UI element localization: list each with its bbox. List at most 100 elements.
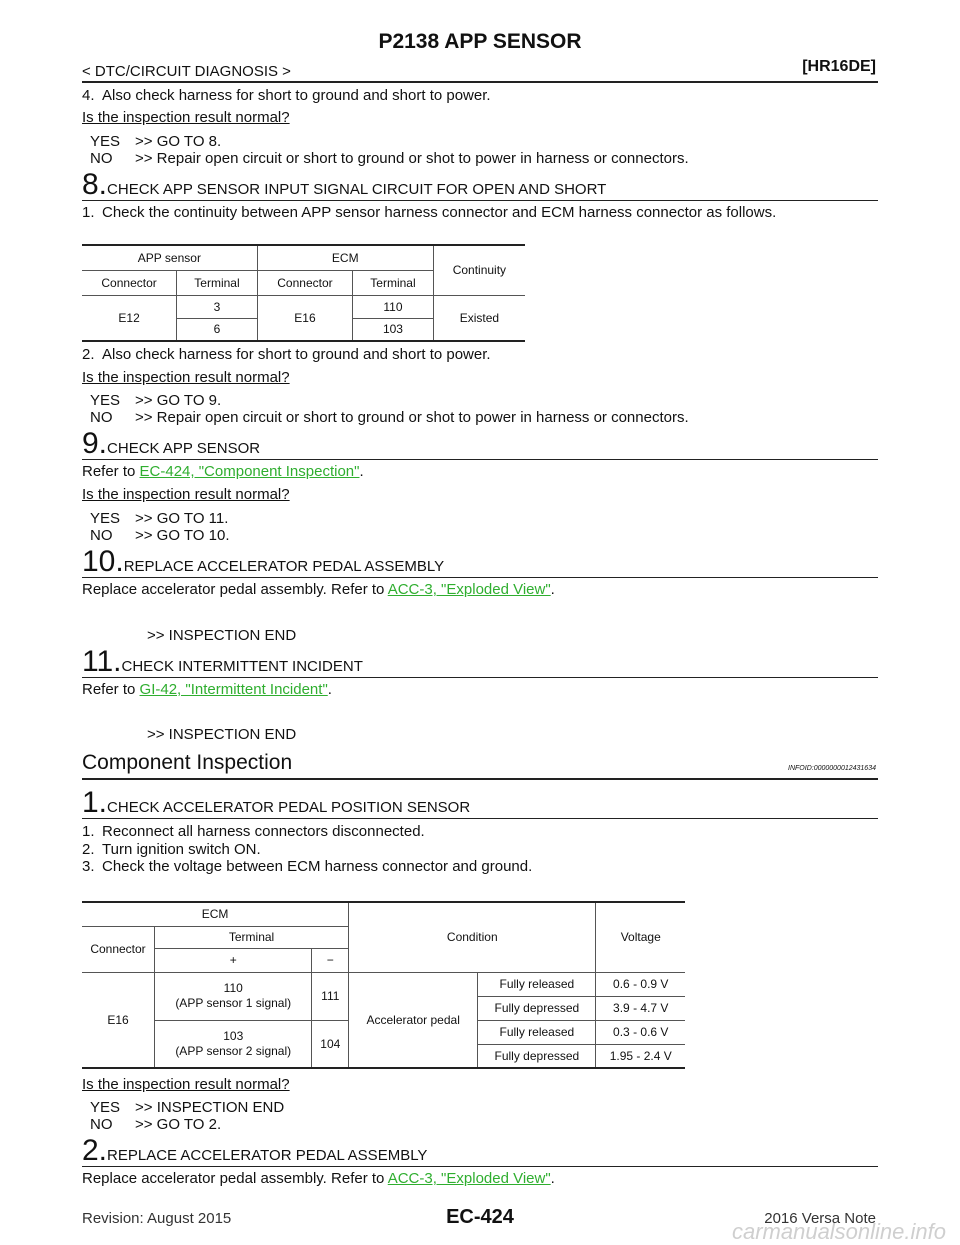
s10-title: REPLACE ACCELERATOR PEDAL ASSEMBLY	[123, 558, 445, 575]
c2-refer-prefix: Replace accelerator pedal assembly. Refe…	[82, 1170, 388, 1187]
s8-step1: 1. Check the continuity between APP sens…	[82, 204, 777, 221]
cell-voltage: 3.9 - 4.7 V	[595, 996, 685, 1021]
component-rule	[82, 778, 878, 780]
s9-rule	[82, 459, 878, 460]
c1-step3: 3. Check the voltage between ECM harness…	[82, 858, 533, 875]
c1-heading: 1.CHECK ACCELERATOR PEDAL POSITION SENSO…	[82, 788, 470, 818]
s7-yes: YES >> GO TO 8.	[90, 133, 222, 150]
s10-heading: 10.REPLACE ACCELERATOR PEDAL ASSEMBLY	[82, 547, 444, 577]
engine-label: [HR16DE]	[802, 58, 876, 75]
cell-voltage: 0.6 - 0.9 V	[595, 972, 685, 997]
page-title: P2138 APP SENSOR	[378, 30, 582, 53]
s9-number: 9.	[82, 427, 108, 460]
s11-title: CHECK INTERMITTENT INCIDENT	[121, 658, 363, 675]
col-ecm: ECM	[257, 244, 434, 271]
s11-number: 11.	[82, 645, 122, 678]
col-terminal: Terminal	[352, 270, 434, 296]
col-voltage: Voltage	[595, 901, 685, 973]
component-infoid: INFOID:0000000012431634	[788, 765, 876, 772]
col-connector: Connector	[257, 270, 354, 296]
s7-no: NO >> Repair open circuit or short to gr…	[90, 150, 689, 167]
s9-refer-suffix: .	[359, 463, 364, 480]
col-ecm: ECM	[82, 901, 350, 927]
s8-question: Is the inspection result normal?	[82, 369, 290, 386]
cell-connector: E16	[257, 295, 354, 342]
s8-rule	[82, 200, 878, 201]
c1-yes: YES >> INSPECTION END	[90, 1099, 285, 1116]
c2-title: REPLACE ACCELERATOR PEDAL ASSEMBLY	[107, 1147, 428, 1164]
cell-connector: E16	[82, 972, 155, 1069]
c2-refer: Replace accelerator pedal assembly. Refe…	[82, 1170, 555, 1187]
header-rule	[82, 81, 878, 83]
cell-terminal: 110	[352, 295, 434, 319]
c1-question: Is the inspection result normal?	[82, 1076, 290, 1093]
c2-refer-suffix: .	[550, 1170, 555, 1187]
s9-no: NO >> GO TO 10.	[90, 527, 230, 544]
s8-continuity-table: APP sensor ECM Continuity Connector Term…	[82, 244, 525, 342]
cell-voltage: 0.3 - 0.6 V	[595, 1020, 685, 1045]
s11-refer-link[interactable]: GI-42, "Intermittent Incident"	[139, 681, 328, 698]
footer-revision: Revision: August 2015	[82, 1210, 232, 1227]
cell-terminal: 3	[176, 295, 258, 319]
cell-plus-terminal: 103 (APP sensor 2 signal)	[154, 1020, 313, 1069]
c1-step1: 1. Reconnect all harness connectors disc…	[82, 823, 425, 840]
c2-rule	[82, 1166, 878, 1167]
s8-heading: 8.CHECK APP SENSOR INPUT SIGNAL CIRCUIT …	[82, 170, 606, 200]
s10-rule	[82, 577, 878, 578]
s10-end: >> INSPECTION END	[147, 627, 297, 644]
s9-heading: 9.CHECK APP SENSOR	[82, 429, 260, 459]
s11-refer-suffix: .	[327, 681, 332, 698]
cell-continuity: Existed	[433, 295, 525, 342]
col-connector: Connector	[82, 270, 178, 296]
s9-yes: YES >> GO TO 11.	[90, 510, 229, 527]
cell-state: Fully depressed	[477, 1044, 597, 1069]
col-terminal: Terminal	[176, 270, 258, 296]
s8-step2: 2. Also check harness for short to groun…	[82, 346, 491, 363]
s10-refer-link[interactable]: ACC-3, "Exploded View"	[387, 581, 551, 598]
s8-no: NO >> Repair open circuit or short to gr…	[90, 409, 689, 426]
c2-refer-link[interactable]: ACC-3, "Exploded View"	[387, 1170, 551, 1187]
cell-voltage: 1.95 - 2.4 V	[595, 1044, 685, 1069]
cell-terminal: 103	[352, 318, 434, 342]
footer-watermark: carmanualsonline.info	[731, 1219, 946, 1244]
c1-number: 1.	[82, 786, 108, 819]
s11-end: >> INSPECTION END	[147, 726, 297, 743]
component-heading: Component Inspection	[82, 751, 293, 774]
col-app-sensor: APP sensor	[82, 244, 258, 271]
s7-step4: 4. Also check harness for short to groun…	[82, 87, 491, 104]
col-plus: +	[154, 948, 313, 973]
s11-refer-prefix: Refer to	[82, 681, 140, 698]
c1-no: NO >> GO TO 2.	[90, 1116, 222, 1133]
s10-refer: Replace accelerator pedal assembly. Refe…	[82, 581, 555, 598]
col-connector: Connector	[82, 926, 155, 973]
c1-voltage-table: ECM Condition Voltage Connector Terminal…	[82, 901, 685, 1069]
s8-number: 8.	[82, 168, 108, 201]
s10-refer-prefix: Replace accelerator pedal assembly. Refe…	[82, 581, 388, 598]
footer-page-number: EC-424	[446, 1206, 514, 1228]
c1-title: CHECK ACCELERATOR PEDAL POSITION SENSOR	[107, 799, 471, 816]
cell-state: Fully depressed	[477, 996, 597, 1021]
col-condition: Condition	[348, 901, 597, 973]
s10-number: 10.	[82, 545, 124, 578]
s11-heading: 11.CHECK INTERMITTENT INCIDENT	[82, 647, 363, 677]
cell-minus-terminal: 104	[311, 1020, 350, 1069]
s8-yes: YES >> GO TO 9.	[90, 392, 222, 409]
c2-heading: 2.REPLACE ACCELERATOR PEDAL ASSEMBLY	[82, 1136, 427, 1166]
s7-question: Is the inspection result normal?	[82, 109, 290, 126]
cell-condition: Accelerator pedal	[348, 972, 479, 1069]
c1-rule	[82, 818, 878, 819]
c2-number: 2.	[82, 1134, 108, 1167]
cell-state: Fully released	[477, 1020, 597, 1045]
cell-state: Fully released	[477, 972, 597, 997]
s11-rule	[82, 677, 878, 678]
cell-connector: E12	[82, 295, 178, 342]
footer-model: 2016 Versa Note	[764, 1210, 876, 1227]
c1-step2: 2. Turn ignition switch ON.	[82, 841, 261, 858]
cell-terminal: 6	[176, 318, 258, 342]
s9-refer-link[interactable]: EC-424, "Component Inspection"	[139, 463, 360, 480]
col-minus: −	[311, 948, 350, 973]
cell-minus-terminal: 111	[311, 972, 350, 1021]
section-label: < DTC/CIRCUIT DIAGNOSIS >	[82, 63, 291, 80]
col-continuity: Continuity	[433, 244, 525, 296]
s9-refer-prefix: Refer to	[82, 463, 140, 480]
